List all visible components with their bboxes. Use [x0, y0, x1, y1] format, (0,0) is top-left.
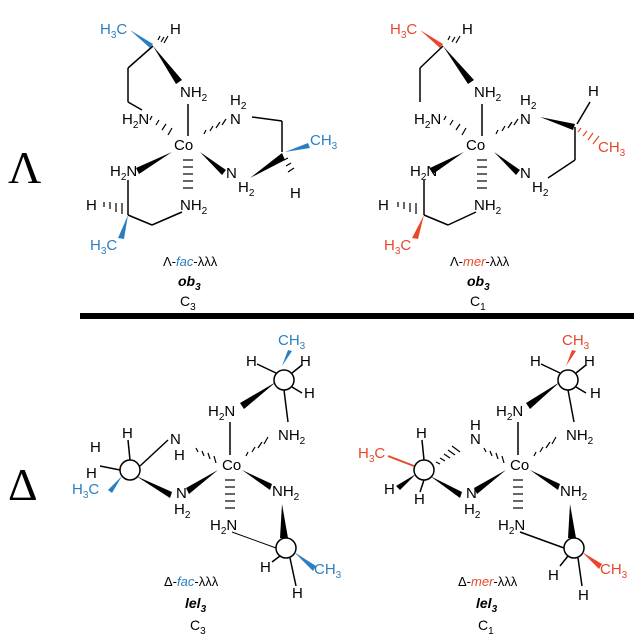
structure-lambda-mer: H3C H NH2 H2N H2 N Co H2N N H2 NH2 H: [378, 21, 626, 313]
svg-text:H3C: H3C: [72, 481, 99, 501]
svg-text:H: H: [122, 425, 133, 442]
svg-text:NH2: NH2: [566, 427, 594, 447]
svg-text:H2: H2: [520, 92, 537, 112]
svg-text:H: H: [530, 353, 541, 370]
svg-text:H2N: H2N: [498, 517, 525, 537]
svg-text:N: N: [226, 165, 237, 182]
svg-text:H3C: H3C: [384, 237, 411, 257]
svg-text:H: H: [260, 559, 271, 576]
svg-text:NH2: NH2: [474, 84, 502, 104]
svg-text:H2: H2: [230, 92, 247, 112]
svg-text:ob3: ob3: [467, 273, 490, 293]
svg-text:H2: H2: [464, 501, 481, 521]
svg-text:H: H: [290, 185, 301, 202]
methyl-label: H3C: [100, 21, 127, 41]
svg-text:N: N: [176, 485, 187, 502]
svg-text:NH2: NH2: [180, 197, 208, 217]
caption-lfac: Λ-fac-λλλ: [163, 254, 218, 269]
svg-text:lel3: lel3: [185, 595, 207, 615]
svg-text:H: H: [462, 21, 473, 38]
svg-text:H2N: H2N: [210, 517, 237, 537]
svg-text:H: H: [416, 425, 427, 442]
svg-text:H: H: [246, 353, 257, 370]
svg-text:CH3: CH3: [600, 561, 628, 581]
svg-text:H: H: [590, 385, 601, 402]
svg-text:H: H: [304, 385, 315, 402]
svg-text:H3C: H3C: [390, 21, 417, 41]
svg-text:H: H: [588, 83, 599, 100]
svg-text:NH2: NH2: [180, 84, 208, 104]
svg-text:NH2: NH2: [560, 483, 588, 503]
svg-text:H2N: H2N: [414, 111, 441, 131]
svg-text:H: H: [378, 197, 389, 214]
caption-lmer: Λ-mer-λλλ: [450, 254, 510, 269]
svg-text:H: H: [292, 585, 303, 602]
svg-text:Co: Co: [222, 457, 241, 474]
svg-text:lel3: lel3: [476, 595, 498, 615]
svg-text:H2: H2: [238, 179, 255, 199]
svg-text:CH3: CH3: [314, 561, 342, 581]
svg-text:H: H: [170, 21, 181, 38]
caption-dfac: Δ-fac-λλλ: [164, 574, 219, 589]
svg-text:Co: Co: [174, 137, 193, 154]
svg-text:NH2: NH2: [474, 197, 502, 217]
caption-dmer: Δ-mer-λλλ: [458, 574, 518, 589]
structure-delta-fac: CH3 H H H H2N NH2 Co N H N H2 NH2 H2N H …: [72, 332, 342, 637]
svg-text:H: H: [86, 197, 97, 214]
svg-text:H: H: [174, 447, 185, 464]
svg-text:H: H: [584, 353, 595, 370]
svg-text:H2N: H2N: [496, 403, 523, 423]
svg-text:CH3: CH3: [562, 332, 590, 352]
svg-text:C1: C1: [470, 293, 486, 313]
delta-row-label: Δ: [8, 459, 38, 510]
svg-text:H: H: [86, 465, 97, 482]
svg-text:H2N: H2N: [110, 163, 137, 183]
svg-text:H: H: [90, 439, 101, 456]
svg-text:H: H: [470, 417, 481, 434]
svg-text:CH3: CH3: [598, 139, 626, 159]
svg-text:H: H: [384, 481, 395, 498]
divider-bar: [80, 313, 634, 319]
svg-text:H2: H2: [174, 501, 191, 521]
svg-text:H: H: [548, 567, 559, 584]
svg-text:ob3: ob3: [178, 273, 201, 293]
lambda-row-label: Λ: [8, 142, 41, 193]
svg-text:Co: Co: [510, 457, 529, 474]
svg-text:N: N: [520, 165, 531, 182]
svg-text:C3: C3: [190, 617, 206, 637]
svg-text:CH3: CH3: [278, 332, 306, 352]
svg-text:N: N: [520, 111, 531, 128]
svg-text:NH2: NH2: [272, 483, 300, 503]
svg-text:H2N: H2N: [122, 111, 149, 131]
svg-text:H: H: [578, 587, 589, 604]
svg-text:NH2: NH2: [278, 427, 306, 447]
svg-text:N: N: [230, 111, 241, 128]
svg-text:H: H: [414, 491, 425, 508]
svg-text:CH3: CH3: [310, 132, 338, 152]
svg-text:N: N: [470, 431, 481, 448]
svg-text:H3C: H3C: [358, 445, 385, 465]
svg-text:H2N: H2N: [208, 403, 235, 423]
svg-text:H: H: [300, 353, 311, 370]
svg-text:Co: Co: [466, 137, 485, 154]
svg-text:H2: H2: [532, 179, 549, 199]
svg-text:H3C: H3C: [90, 237, 117, 257]
svg-text:N: N: [466, 485, 477, 502]
structure-lambda-fac: H3C H NH2 H2N H2 N Co H2N N H2 NH2: [86, 21, 338, 313]
structure-delta-mer: CH3 H H H H2N NH2 Co H N N H2 NH2 H2N H …: [358, 332, 628, 637]
svg-text:N: N: [170, 431, 181, 448]
svg-text:C1: C1: [478, 617, 494, 637]
svg-text:C3: C3: [180, 293, 196, 313]
